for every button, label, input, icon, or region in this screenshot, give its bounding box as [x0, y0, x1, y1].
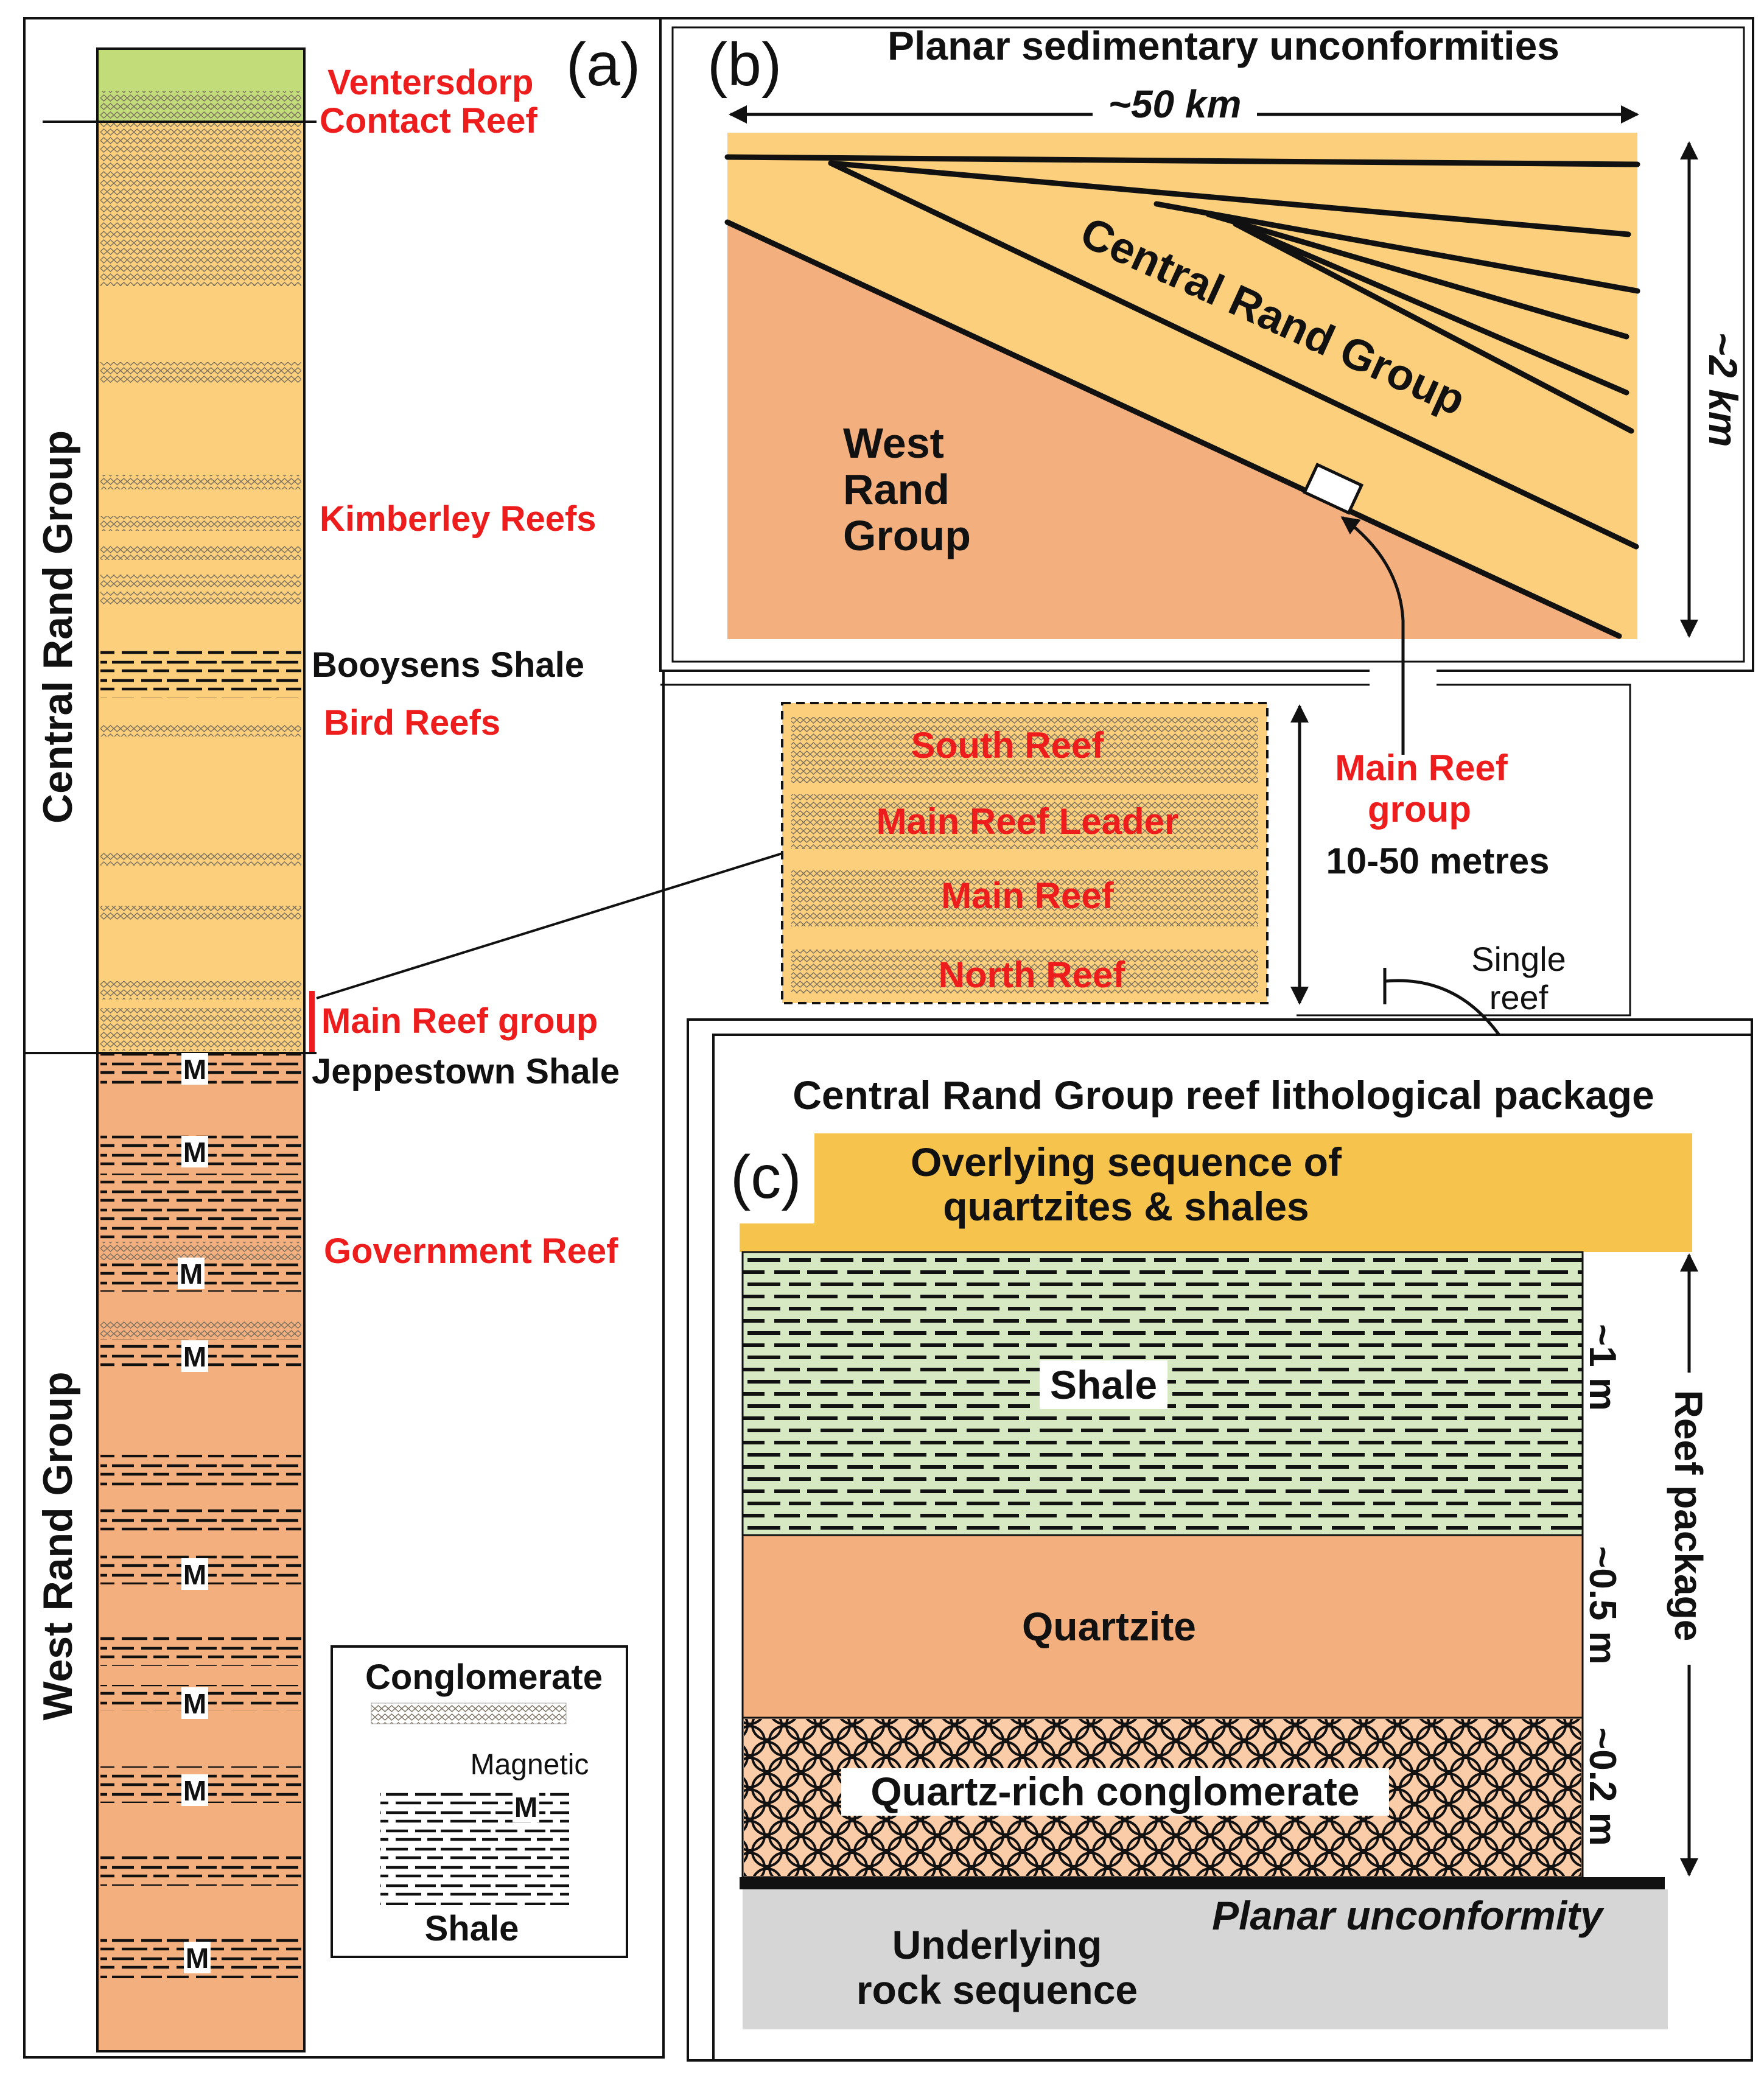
government-reef-label: Government Reef — [324, 1231, 618, 1271]
thickness-conglomerate: ~0.2 m — [1581, 1727, 1623, 1846]
panel-b: (b) Planar sedimentary unconformities ~5… — [659, 17, 1754, 746]
west-rand-label-1: West — [843, 419, 944, 467]
svg-text:M: M — [183, 1054, 206, 1085]
main-reef-group-label: Main Reef group — [321, 1001, 598, 1041]
panel-b-label: (b) — [707, 30, 782, 99]
legend-shale-swatch — [380, 1790, 569, 1905]
thickness-shale: ~1 m — [1581, 1324, 1623, 1411]
inset-leader-line — [316, 852, 783, 999]
unconformity-line — [740, 1877, 1665, 1889]
magnetic-markers: M M M M M M M M — [178, 1053, 211, 1974]
svg-text:M: M — [183, 1559, 206, 1590]
quartzite-label: Quartzite — [1022, 1604, 1196, 1649]
quartzite-layer — [741, 1534, 1584, 1719]
height-label: ~2 km — [1701, 332, 1746, 447]
main-reef-group-bar — [309, 991, 315, 1052]
shale-label: Shale — [1050, 1362, 1157, 1407]
central-rand-group-label: Central Rand Group — [35, 430, 81, 824]
main-reef-inset: South Reef Main Reef Leader Main Reef No… — [316, 702, 1566, 1058]
single-reef-label-1: Single — [1471, 940, 1566, 978]
inset-south-reef: South Reef — [911, 725, 1105, 766]
inset-thickness-label: 10-50 metres — [1326, 841, 1550, 881]
overlying-label-2: quartzites & shales — [943, 1184, 1309, 1229]
underlying-label-1: Underlying — [892, 1922, 1102, 1967]
legend: Conglomerate Magnetic M Shale — [331, 1645, 628, 1958]
thickness-quartzite: ~0.5 m — [1581, 1546, 1623, 1665]
panel-a-label: (a) — [566, 30, 640, 99]
svg-text:M: M — [183, 1341, 206, 1373]
jeppestown-shale-label: Jeppestown Shale — [312, 1052, 620, 1091]
column-outline — [96, 47, 306, 2052]
panel-c-label: (c) — [730, 1143, 802, 1211]
legend-magnetic-marker: M — [514, 1791, 537, 1823]
west-rand-label-3: Group — [843, 512, 971, 559]
svg-text:M: M — [183, 1136, 206, 1168]
svg-text:M: M — [180, 1258, 203, 1290]
inset-main-reef-leader: Main Reef Leader — [877, 801, 1179, 842]
panel-c: Central Rand Group reef lithological pac… — [687, 1018, 1753, 2062]
overlying-label-1: Overlying sequence of — [911, 1139, 1342, 1184]
panel-c-title: Central Rand Group reef lithological pac… — [793, 1072, 1654, 1118]
kimberley-reefs-label: Kimberley Reefs — [320, 499, 597, 539]
underlying-label-2: rock sequence — [856, 1967, 1138, 2012]
ventersdorp-label-1: Ventersdorp — [327, 63, 533, 102]
inset-north-reef: North Reef — [939, 954, 1126, 995]
shale-beds — [100, 646, 301, 1978]
bird-reefs-label: Bird Reefs — [324, 703, 500, 743]
svg-text:M: M — [183, 1775, 206, 1807]
sample-pointer — [1340, 516, 1405, 746]
svg-text:M: M — [183, 1688, 206, 1720]
legend-conglomerate-label: Conglomerate — [365, 1657, 603, 1697]
unconformity-label: Planar unconformity — [1212, 1893, 1605, 1938]
underlying-layer — [743, 1889, 1668, 2029]
legend-magnetic-label: Magnetic — [471, 1749, 589, 1781]
connector-frame — [660, 663, 1631, 1017]
panel-b-title: Planar sedimentary unconformities — [887, 23, 1559, 68]
legend-shale-label: Shale — [425, 1909, 519, 1948]
overlying-layer — [740, 1133, 1692, 1252]
conglomerate-label: Quartz-rich conglomerate — [870, 1769, 1359, 1814]
reef-package-label: Reef package — [1667, 1390, 1710, 1642]
svg-text:M: M — [186, 1942, 209, 1974]
ventersdorp-label-2: Contact Reef — [320, 101, 537, 141]
sample-box — [1302, 463, 1364, 515]
central-rand-wedge — [727, 133, 1637, 639]
inset-group-label-1: Main Reef — [1335, 747, 1508, 788]
legend-conglomerate-swatch — [371, 1702, 567, 1724]
unconformity-lines — [724, 154, 1640, 639]
panel-b-inner-frame — [671, 26, 1745, 663]
single-reef-label-2: reef — [1489, 978, 1549, 1017]
inset-main-reef: Main Reef — [941, 875, 1114, 916]
inset-group-label-2: group — [1368, 789, 1471, 830]
width-label: ~50 km — [1108, 82, 1242, 126]
conglomerate-beds — [100, 91, 301, 1339]
panel-a-frame — [23, 17, 665, 2059]
panel-a: (a) — [23, 17, 665, 2059]
west-rand-label-2: Rand — [843, 466, 950, 513]
west-rand-group-label: West Rand Group — [35, 1372, 81, 1721]
booysens-shale-label: Booysens Shale — [312, 645, 584, 685]
